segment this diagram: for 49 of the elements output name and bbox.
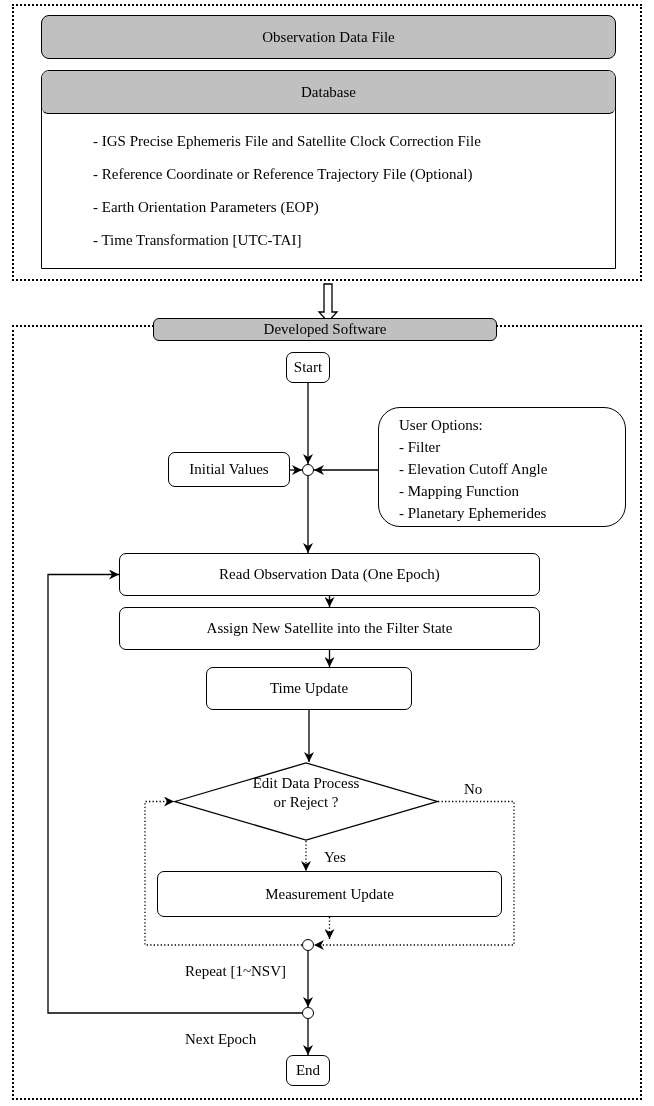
list-item: - Earth Orientation Parameters (EOP) <box>93 199 319 216</box>
box-label: Measurement Update <box>265 885 394 903</box>
list-item: - Reference Coordinate or Reference Trajectory File (Optional) <box>93 166 473 183</box>
process-box <box>157 871 502 917</box>
arrow <box>303 1018 313 1056</box>
box-label: Start <box>293 359 323 376</box>
section-tab: Developed Software <box>153 318 497 341</box>
box-label: Read Observation Data (One Epoch) <box>219 566 440 583</box>
arrow <box>144 796 303 946</box>
arrow <box>324 595 335 608</box>
junction-circle <box>302 1007 314 1019</box>
list-item: - Filter <box>399 438 442 457</box>
junction-circle <box>302 464 314 476</box>
junction-circle <box>302 939 314 951</box>
box-label: Assign New Satellite into the Filter State <box>206 620 453 637</box>
list-item: - Time Transformation [UTC-TAI] <box>93 232 302 249</box>
arrow <box>303 475 313 554</box>
list-item: - Elevation Cutoff Angle <box>399 460 549 479</box>
box-label: Observation Data File <box>262 28 395 46</box>
dotted-frame <box>12 4 642 281</box>
process-box <box>119 607 540 650</box>
list-item: - Planetary Ephemerides <box>399 504 548 523</box>
box-label: Time Update <box>269 680 349 697</box>
arrow <box>303 382 313 465</box>
arrow <box>303 950 313 1008</box>
list-item: - IGS Precise Ephemeris File and Satellite Clock Correction File <box>93 133 481 150</box>
process-box <box>286 1055 330 1086</box>
box-label: End <box>295 1062 321 1079</box>
arrow <box>289 465 303 475</box>
list-item: - Mapping Function <box>399 482 520 501</box>
process-box <box>206 667 412 710</box>
arrow <box>313 800 515 950</box>
arrow <box>324 916 335 940</box>
process-box <box>168 452 290 487</box>
arrow <box>301 840 311 872</box>
list-item: User Options: <box>399 416 484 435</box>
arrow <box>47 569 303 1014</box>
database-panel <box>41 70 616 269</box>
process-box <box>286 352 330 383</box>
options-box <box>378 407 626 527</box>
panel-header: Database <box>42 71 615 114</box>
arrow <box>313 465 379 475</box>
box-label: Initial Values <box>189 461 269 478</box>
decision-diamond <box>174 762 438 841</box>
arrow <box>324 649 335 668</box>
box-label: Edit Data Process or Reject ? <box>251 773 361 812</box>
process-box <box>119 553 540 596</box>
arrow <box>304 709 314 763</box>
header-bar <box>41 15 616 59</box>
